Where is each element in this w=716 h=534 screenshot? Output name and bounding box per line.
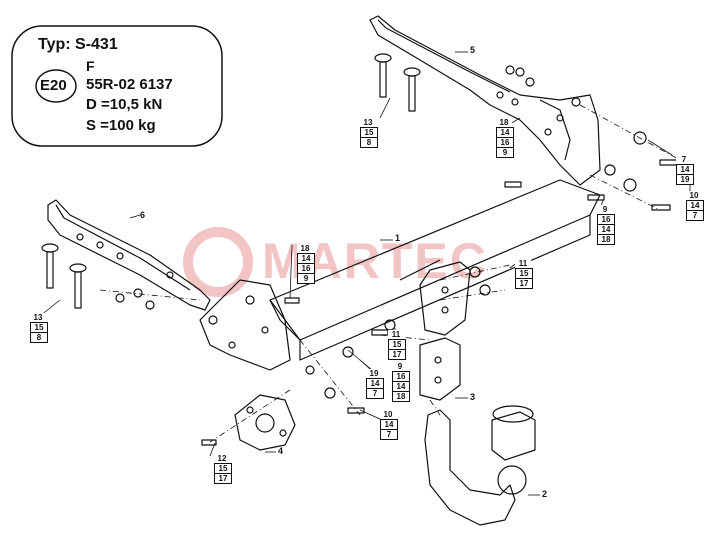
bolt-group-top [374,53,421,112]
part-6-arm [47,199,211,311]
approval-number: 55R-02 6137 [86,76,173,93]
ref-stack: 9 16 14 18 [392,362,410,402]
part-label-1: 1 [395,233,401,243]
class-label: F [86,58,95,74]
s-value: S =100 kg [86,117,156,134]
ref-stack: 13 15 8 [360,118,378,148]
e-mark-oval [35,69,77,103]
right-side-plate [419,261,471,336]
type-label: Typ: S-431 [38,36,118,53]
left-side-plate [199,279,291,371]
ref-stack: 18 14 16 9 [496,118,514,158]
part-5-bracket [369,15,601,186]
alignment-lines [99,104,681,443]
bolt-group-left [41,243,87,309]
ref-stack: 11 15 17 [388,330,406,360]
part-3-socket-plate [419,337,461,401]
ref-stack: 7 14 19 [676,155,694,185]
part-label-2: 2 [542,489,548,499]
part-label-3: 3 [470,392,476,402]
ref-stack: 19 14 7 [366,369,384,399]
ref-stack: 10 14 7 [380,410,398,440]
part-label-4: 4 [278,446,284,456]
ref-stack: 12 15 17 [214,454,232,484]
ref-stack: 9 16 14 18 [597,205,615,245]
part-label-6: 6 [140,210,146,220]
ref-stack: 10 14 7 [686,191,704,221]
small-fasteners [115,65,679,446]
part-1-crossbeam [269,179,601,361]
d-value: D =10,5 kN [86,96,163,113]
ref-stack: 18 14 16 9 [297,244,315,284]
ref-stack: 13 15 8 [30,313,48,343]
spec-box [11,25,223,147]
part-label-5: 5 [470,45,476,55]
part-4-socket-mount [234,394,296,451]
approval-mark: E20 [40,77,67,94]
ref-stack: 11 15 17 [515,259,533,289]
part-2-towball [424,405,536,526]
